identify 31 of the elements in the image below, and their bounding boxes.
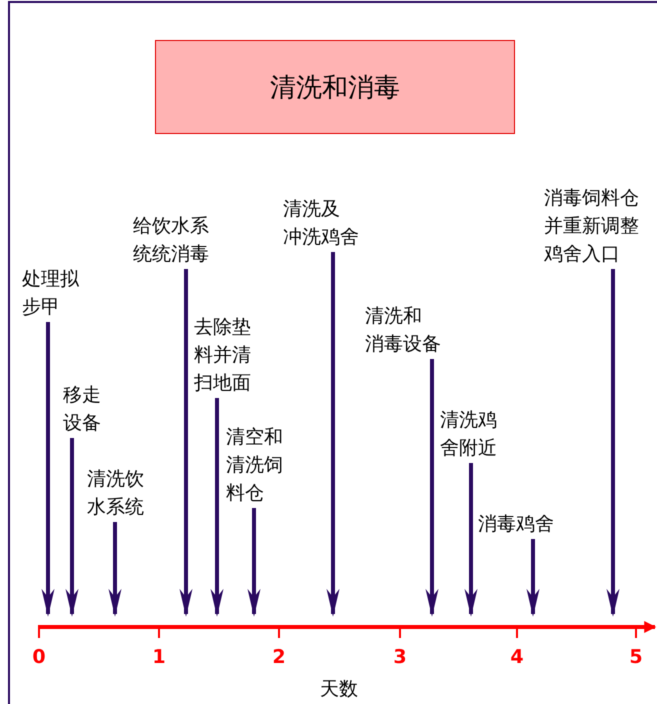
arrow: [210, 398, 224, 616]
arrow: [180, 269, 192, 616]
arrow: [108, 522, 122, 616]
tick-label: 5: [629, 646, 643, 668]
tick-label: 2: [272, 646, 286, 668]
step-label: 清洗和消毒设备: [365, 302, 441, 358]
step-label: 处理拟步甲: [22, 265, 79, 321]
step-label: 消毒饲料仓并重新调整鸡舍入口: [544, 184, 639, 268]
axis-title: 天数: [320, 677, 358, 702]
step-label: 去除垫料并清扫地面: [194, 313, 251, 397]
tick-label: 0: [32, 646, 46, 668]
step-label: 消毒鸡舍: [478, 510, 554, 538]
arrow: [326, 252, 340, 616]
time-axis: [38, 621, 656, 638]
arrow: [464, 463, 478, 616]
arrow: [42, 322, 54, 616]
step-label: 清洗及冲洗鸡舍: [283, 195, 359, 251]
tick-label: 3: [393, 646, 407, 668]
step-label: 清洗饮水系统: [87, 465, 144, 521]
arrow: [526, 539, 540, 616]
step-label: 清空和清洗饲料仓: [226, 423, 283, 507]
title-box: 清洗和消毒: [155, 40, 515, 134]
arrow: [248, 508, 260, 616]
step-label: 移走设备: [63, 381, 101, 437]
tick-label: 1: [152, 646, 166, 668]
step-label: 给饮水系统统消毒: [133, 212, 209, 268]
tick-label: 4: [510, 646, 524, 668]
arrow: [606, 269, 620, 616]
arrow: [426, 359, 438, 616]
step-label: 清洗鸡舍附近: [440, 406, 497, 462]
arrow: [66, 438, 78, 616]
